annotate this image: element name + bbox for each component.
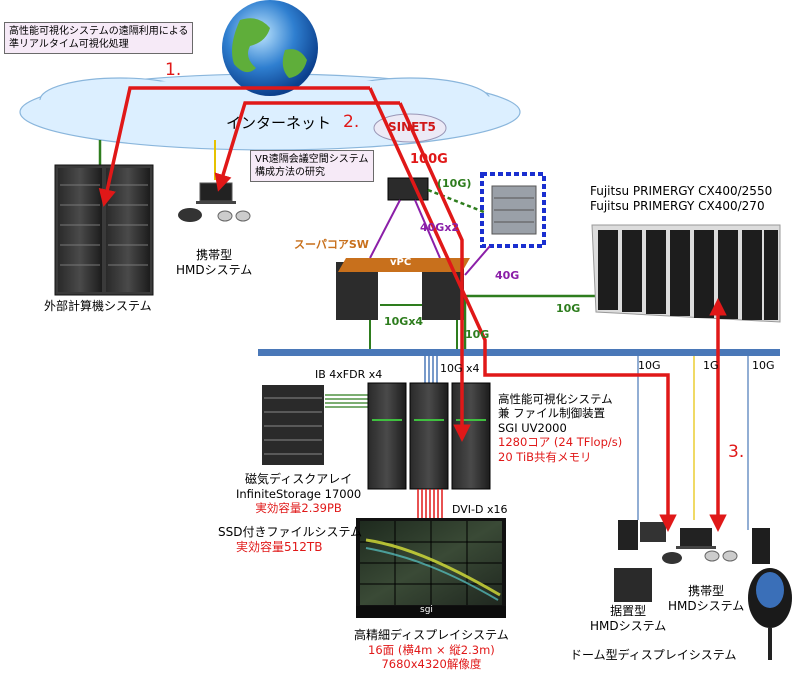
viz-line: 高性能可視化システム — [498, 392, 613, 406]
portable-hmd-bottom-label: 携帯型 HMDシステム — [668, 584, 744, 614]
step-1: 1. — [165, 60, 182, 80]
portable-hmd-top-line: 携帯型 — [196, 248, 233, 262]
portable-hmd-bottom-line: 携帯型 — [688, 584, 725, 598]
portable-hmd-top-icon — [178, 182, 251, 222]
link-40g: 40G — [495, 269, 520, 282]
display-wall — [356, 518, 506, 618]
fujitsu-racks — [591, 224, 781, 323]
portable-hmd-top-label: 携帯型 HMDシステム — [176, 248, 252, 278]
viz-system-label: 高性能可視化システム 兼 ファイル制御装置 SGI UV2000 1280コア … — [498, 392, 622, 464]
note-vr-line: 構成方法の研究 — [255, 167, 325, 178]
link-dvi: DVI-D x16 — [452, 503, 508, 516]
note-remote-viz-line: 準リアルタイム可視化処理 — [9, 39, 129, 50]
fixed-hmd-line: HMDシステム — [590, 619, 667, 633]
ssd-label: SSD付きファイルシステム 実効容量512TB — [218, 525, 362, 555]
internet-label: インターネット — [226, 114, 332, 132]
link-1g-b: 1G — [703, 359, 719, 372]
vpc-label: vPC — [390, 257, 412, 268]
network-bus — [258, 349, 780, 356]
ib-links — [325, 394, 370, 408]
sgi-uv2000-racks — [367, 382, 491, 490]
link-10g-paren: (10G) — [437, 177, 472, 190]
link-100g: 100G — [410, 152, 448, 167]
note-remote-viz: 高性能可視化システムの遠隔利用による 準リアルタイム可視化処理 — [4, 22, 194, 54]
display-red-line: 16面 (横4m × 縦2.3m) — [368, 643, 495, 657]
step-3: 3. — [728, 442, 745, 462]
viz-line: 兼 ファイル制御装置 — [498, 406, 606, 421]
sinet-label: SINET5 — [388, 120, 436, 134]
display-line: 高精細ディスプレイシステム — [354, 628, 509, 642]
fujitsu-line: Fujitsu PRIMERGY CX400/2550 — [590, 184, 773, 198]
link-ib: IB 4xFDR x4 — [315, 368, 383, 381]
note-remote-viz-line: 高性能可視化システムの遠隔利用による — [9, 26, 189, 37]
bus-drops — [424, 356, 749, 530]
disk-line: InfiniteStorage 17000 — [236, 487, 362, 501]
fixed-hmd-icon — [614, 520, 666, 602]
disk-array — [262, 385, 324, 465]
disk-array-label: 磁気ディスクアレイ InfiniteStorage 17000 実効容量2.39… — [236, 472, 361, 516]
link-10g-c: 10G — [752, 359, 775, 372]
ssd-red-line: 実効容量512TB — [236, 540, 323, 554]
note-vr-line: VR遠隔会議空間システム — [255, 154, 369, 165]
fujitsu-line: Fujitsu PRIMERGY CX400/270 — [590, 199, 765, 213]
step-2: 2. — [343, 112, 360, 132]
ssd-line: SSD付きファイルシステム — [218, 525, 363, 539]
viz-line: SGI UV2000 — [498, 420, 567, 435]
external-system-label: 外部計算機システム — [44, 299, 152, 313]
viz-red-line: 1280コア (24 TFlop/s) — [498, 435, 623, 450]
dome-display-icon — [748, 528, 792, 660]
fujitsu-label: Fujitsu PRIMERGY CX400/2550 Fujitsu PRIM… — [590, 184, 772, 214]
link-10g-server: 10G — [556, 302, 581, 315]
super-core-switch — [336, 258, 470, 320]
link-10gx4: 10Gx4 — [384, 315, 424, 328]
disk-line: 磁気ディスクアレイ — [245, 472, 353, 486]
core-switch-title: スーパコアSW — [294, 238, 369, 251]
globe-icon — [222, 0, 318, 96]
display-red-line: 7680x4320解像度 — [381, 657, 482, 672]
link-40gx2: 40Gx2 — [420, 221, 460, 234]
portable-hmd-top-line: HMDシステム — [176, 263, 253, 277]
sgi-brand: sgi — [420, 605, 433, 615]
link-10g-a: 10G — [638, 359, 661, 372]
external-switch — [480, 172, 546, 248]
dome-label: ドーム型ディスプレイシステム — [570, 648, 737, 662]
note-vr-conference: VR遠隔会議空間システム 構成方法の研究 — [250, 150, 374, 182]
disk-red-line: 実効容量2.39PB — [255, 501, 342, 516]
link-10gx4-bus: 10G x4 — [440, 362, 480, 375]
links — [369, 188, 600, 352]
router-icon — [387, 177, 429, 201]
fixed-hmd-line: 据置型 — [610, 604, 647, 618]
external-computer-racks — [54, 164, 154, 296]
dvi-links — [417, 489, 443, 520]
link-10g-core: 10G — [465, 328, 490, 341]
viz-red-line: 20 TiB共有メモリ — [498, 449, 592, 464]
data-flow-arrows — [98, 86, 727, 532]
display-system-label: 高精細ディスプレイシステム 16面 (横4m × 縦2.3m) 7680x432… — [354, 628, 509, 672]
portable-hmd-bottom-line: HMDシステム — [668, 599, 745, 613]
fixed-hmd-label: 据置型 HMDシステム — [590, 604, 666, 634]
portable-hmd-bottom-icon — [662, 528, 738, 564]
